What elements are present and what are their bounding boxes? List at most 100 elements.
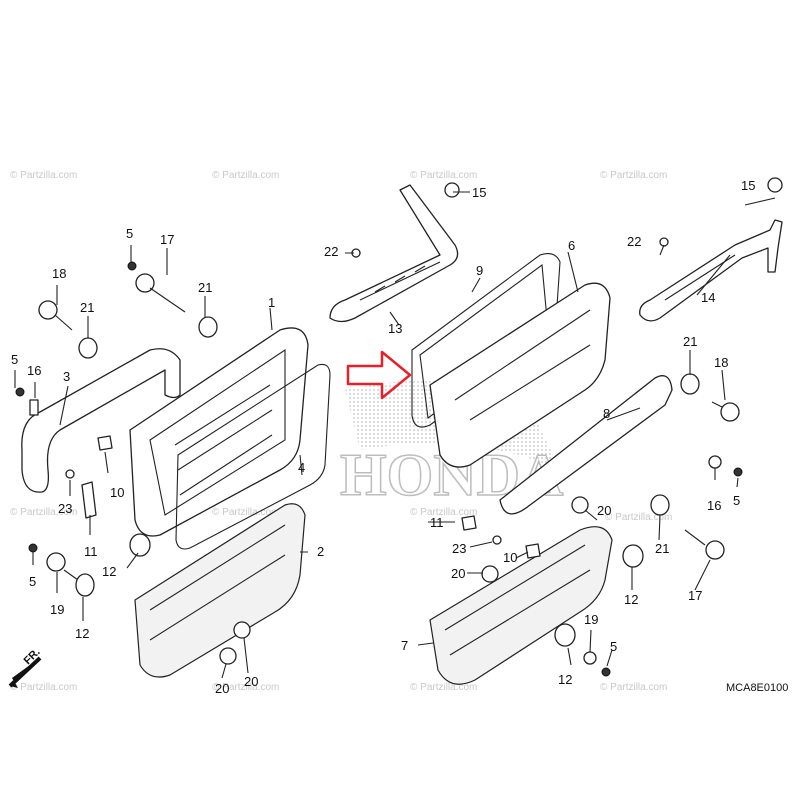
part-label: 22 — [627, 234, 641, 249]
part-label: 20 — [215, 681, 229, 696]
part-20-bolt — [233, 621, 251, 639]
watermark: © Partzilla.com — [600, 682, 667, 693]
watermark-group: © Partzilla.com © Partzilla.com © Partzi… — [10, 170, 672, 693]
part-label: 16 — [27, 363, 41, 378]
part-label: 20 — [244, 674, 258, 689]
part-8-trim — [499, 375, 673, 515]
diagram-code: MCA8E0100 — [726, 682, 788, 694]
part-12-grommet — [554, 623, 576, 647]
part-label: 10 — [110, 485, 124, 500]
part-15-nut — [444, 182, 460, 198]
part-13-bracket — [329, 184, 459, 323]
part-18-bolt — [720, 402, 740, 422]
part-21-grommet — [198, 316, 218, 338]
part-label: 15 — [741, 178, 755, 193]
watermark: © Partzilla.com — [212, 682, 279, 693]
part-12-grommet — [622, 544, 644, 568]
part-label: 17 — [688, 588, 702, 603]
part-label: 2 — [317, 544, 324, 559]
part-1-side-cover — [129, 327, 309, 537]
part-label: 5 — [11, 352, 18, 367]
part-label: 6 — [568, 238, 575, 253]
watermark: © Partzilla.com — [212, 507, 279, 518]
part-10-clip — [525, 543, 541, 559]
part-15-nut — [767, 177, 783, 193]
left-cover-assembly — [14, 245, 331, 679]
part-label: 19 — [50, 602, 64, 617]
watermark: © Partzilla.com — [410, 170, 477, 181]
center-cover-assembly — [329, 182, 673, 685]
watermark: © Partzilla.com — [10, 682, 77, 693]
watermark: © Partzilla.com — [10, 507, 77, 518]
part-label: 13 — [388, 321, 402, 336]
part-label: 17 — [160, 232, 174, 247]
part-11-bracket — [81, 481, 97, 519]
part-label: 12 — [624, 592, 638, 607]
part-label: 9 — [476, 263, 483, 278]
part-23-screw — [65, 469, 75, 479]
front-direction-label: FR. — [22, 646, 43, 667]
watermark: © Partzilla.com — [10, 170, 77, 181]
part-16-bolt — [29, 399, 39, 416]
part-label: 15 — [472, 185, 486, 200]
part-21-grommet — [78, 337, 98, 359]
part-5-nut — [15, 387, 25, 397]
part-label: 19 — [584, 612, 598, 627]
part-19-bolt — [583, 651, 597, 665]
part-20-bolt — [571, 496, 589, 514]
part-17-bolt — [705, 540, 725, 560]
part-label: 12 — [102, 564, 116, 579]
part-label: 21 — [80, 300, 94, 315]
part-label: 10 — [503, 550, 517, 565]
part-3-stay — [21, 348, 181, 493]
part-label: 5 — [610, 639, 617, 654]
arrow-right-icon — [346, 350, 412, 400]
part-label: 20 — [597, 503, 611, 518]
watermark: © Partzilla.com — [600, 170, 667, 181]
part-20-bolt — [219, 647, 237, 665]
part-label: 1 — [268, 295, 275, 310]
part-18-bolt — [38, 300, 58, 320]
part-5-nut — [127, 261, 137, 271]
part-label: 5 — [733, 493, 740, 508]
part-label: 7 — [401, 638, 408, 653]
part-label: 12 — [75, 626, 89, 641]
part-6-cover — [429, 282, 611, 468]
watermark: © Partzilla.com — [605, 512, 672, 523]
part-label: 16 — [707, 498, 721, 513]
part-label: 22 — [324, 244, 338, 259]
part-label: 21 — [683, 334, 697, 349]
part-21-grommet — [680, 373, 700, 395]
part-label: 12 — [558, 672, 572, 687]
part-label: 21 — [198, 280, 212, 295]
watermark: © Partzilla.com — [410, 507, 477, 518]
part-label: 20 — [451, 566, 465, 581]
part-12-grommet — [75, 573, 95, 597]
part-label: 18 — [52, 266, 66, 281]
watermark: © Partzilla.com — [410, 682, 477, 693]
part-20-bolt — [481, 565, 499, 583]
part-10-clip — [97, 435, 113, 451]
part-labels: 1 2 3 4 5 5 5 5 5 6 7 8 9 10 10 11 11 12… — [11, 178, 755, 696]
part-17-bolt — [135, 273, 155, 293]
part-23-screw — [492, 535, 502, 545]
part-12-grommet — [129, 533, 151, 557]
part-11-bracket — [461, 515, 477, 531]
part-label: 11 — [84, 544, 98, 559]
part-label: 14 — [701, 290, 715, 305]
right-cover-assembly — [639, 177, 783, 591]
part-5-nut — [601, 667, 611, 677]
part-4-gasket — [175, 363, 331, 550]
part-5-nut — [28, 543, 38, 553]
part-label: 3 — [63, 369, 70, 384]
part-label: 5 — [29, 574, 36, 589]
part-5-nut — [733, 467, 743, 477]
part-16-bolt — [708, 455, 722, 469]
watermark: © Partzilla.com — [212, 170, 279, 181]
part-label: 8 — [603, 406, 610, 421]
part-22-bolt — [659, 237, 669, 247]
part-label: 11 — [430, 515, 444, 530]
part-label: 23 — [58, 501, 72, 516]
part-label: 4 — [298, 460, 305, 475]
